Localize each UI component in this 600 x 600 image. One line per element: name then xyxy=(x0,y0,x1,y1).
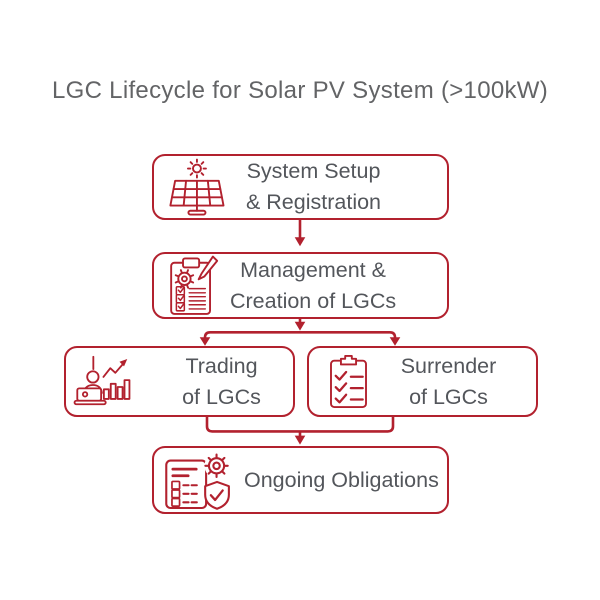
clipboard-gear-pencil-icon xyxy=(154,254,230,317)
node-system-setup: System Setup & Registration xyxy=(152,154,449,220)
document-gear-shield-icon xyxy=(154,450,244,511)
split-rail xyxy=(203,331,397,339)
merge-rail xyxy=(205,416,395,433)
node-label: Trading of LGCs xyxy=(150,351,293,413)
node-surrender: Surrender of LGCs xyxy=(307,346,538,417)
solar-panel-icon xyxy=(154,158,238,217)
node-label-line: & Registration xyxy=(245,190,382,214)
node-label-line: Creation of LGCs xyxy=(230,288,397,313)
node-label-line: Management & xyxy=(240,257,386,282)
node-label-line: of LGCs xyxy=(409,384,488,409)
node-label: Surrender of LGCs xyxy=(387,351,510,413)
trader-bar-chart-icon xyxy=(66,354,150,409)
node-label: Ongoing Obligations xyxy=(244,465,439,496)
node-label-line: Surrender xyxy=(400,353,497,378)
arrowhead xyxy=(389,337,401,346)
node-label: System Setup & Registration xyxy=(238,156,389,218)
page-title: LGC Lifecycle for Solar PV System (>100k… xyxy=(51,77,549,104)
node-label-line: System Setup xyxy=(246,159,381,183)
node-trading: Trading of LGCs xyxy=(64,346,295,417)
node-management-creation: Management & Creation of LGCs xyxy=(152,252,449,319)
checklist-clipboard-icon xyxy=(309,352,387,411)
arrowhead xyxy=(294,237,306,247)
node-label-line: Ongoing Obligations xyxy=(244,467,439,492)
arrowhead xyxy=(294,321,306,331)
node-label-line: Trading xyxy=(185,353,258,378)
node-label-line: of LGCs xyxy=(182,384,261,409)
node-ongoing-obligations: Ongoing Obligations xyxy=(152,446,449,514)
arrowhead xyxy=(294,435,306,445)
arrowhead xyxy=(199,337,211,346)
node-label: Management & Creation of LGCs xyxy=(230,255,396,317)
